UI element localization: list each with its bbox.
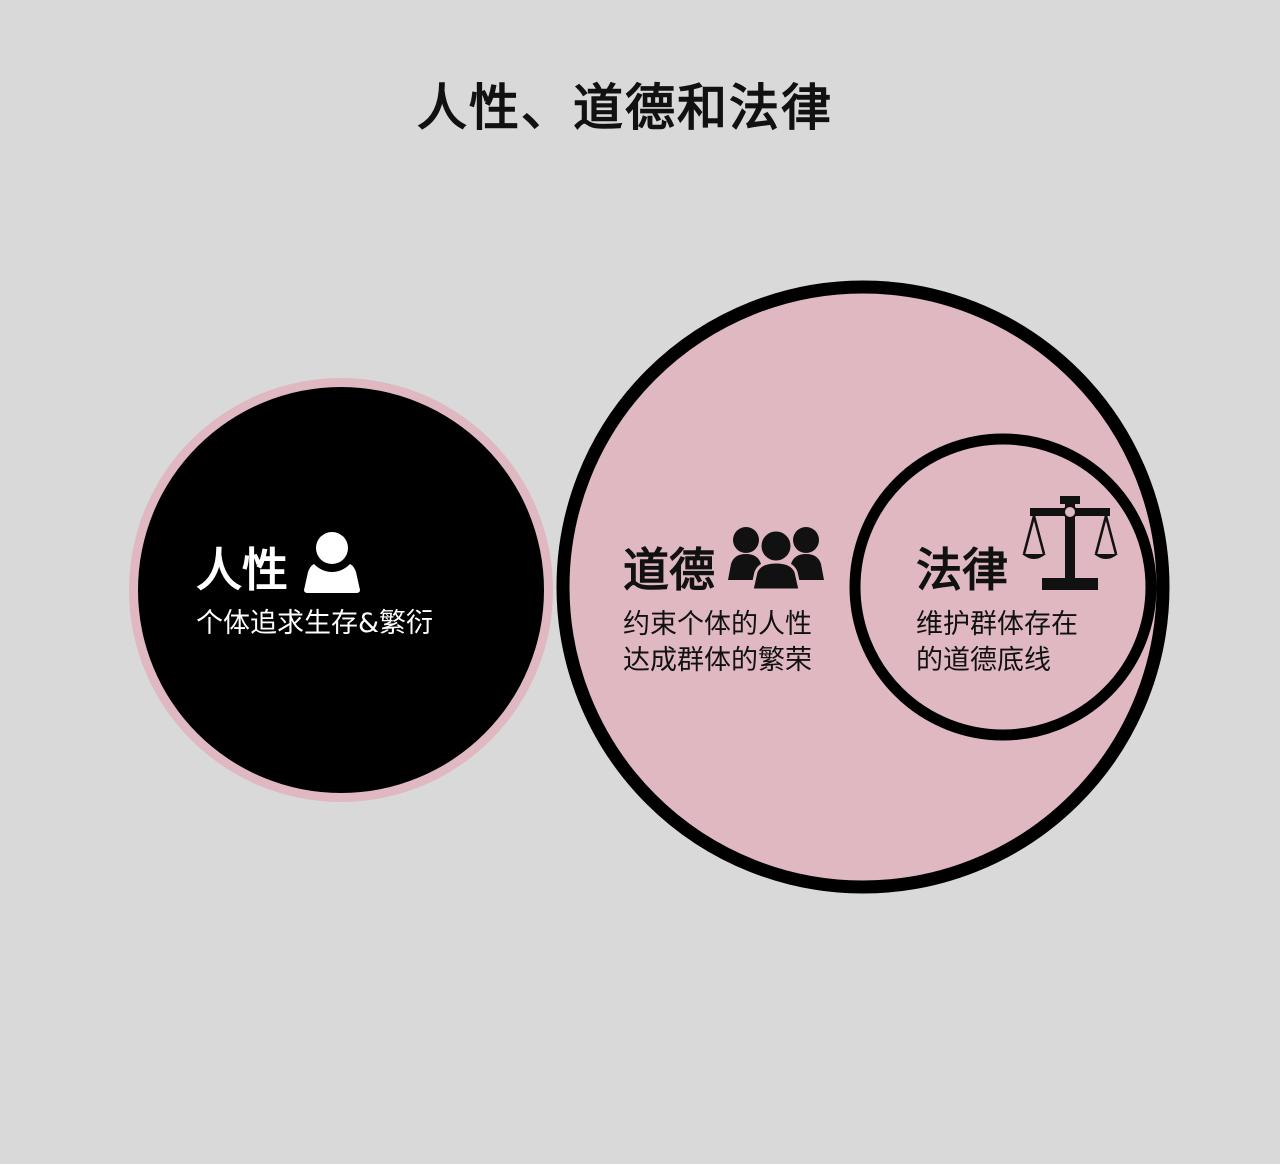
- group-icon: [728, 527, 824, 590]
- morality-description-line-1: 约束个体的人性: [623, 609, 812, 640]
- law-label: 法律: [916, 543, 1008, 597]
- law-description-line-2: 的道德底线: [916, 645, 1051, 676]
- page-title: 人性、道德和法律: [417, 78, 833, 137]
- person-icon: [304, 532, 360, 593]
- human-nature-label: 人性: [196, 543, 288, 597]
- law-description-line-1: 维护群体存在: [916, 609, 1078, 640]
- morality-label: 道德: [623, 543, 715, 597]
- morality-description-line-2: 达成群体的繁荣: [623, 645, 812, 676]
- human-nature-description-line-1: 个体追求生存&繁衍: [196, 608, 434, 639]
- scales-icon: [1022, 496, 1118, 590]
